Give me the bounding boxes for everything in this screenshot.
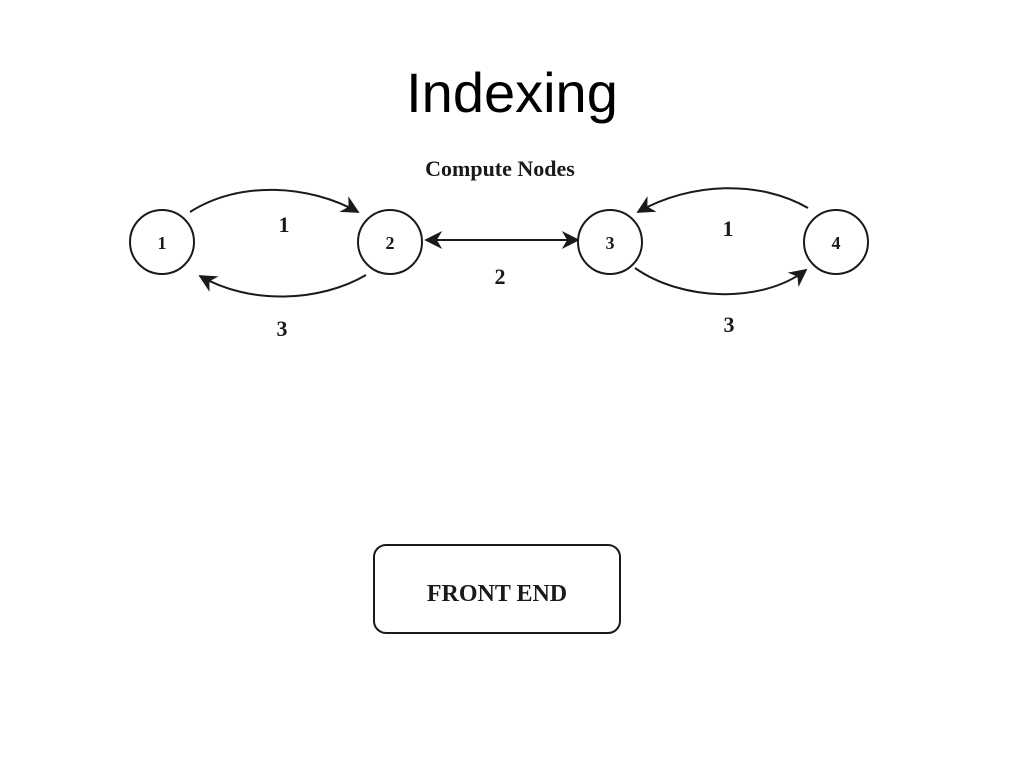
edge-label-2-to-3: 2: [495, 264, 506, 289]
edge-label-1-to-2: 1: [279, 212, 290, 237]
edge-3-to-4: [634, 267, 808, 296]
front-end-label: FRONT END: [427, 581, 567, 607]
node-4: 4: [803, 209, 869, 275]
edge-2-to-1: [198, 274, 367, 298]
front-end-box: FRONT END: [373, 544, 621, 634]
edge-label-3-to-4: 3: [724, 312, 735, 337]
edge-1-to-2: [189, 188, 360, 213]
node-1: 1: [129, 209, 195, 275]
node-3-label: 3: [606, 233, 615, 253]
node-4-label: 4: [832, 233, 841, 253]
node-2: 2: [357, 209, 423, 275]
node-2-label: 2: [386, 233, 395, 253]
compute-nodes-label: Compute Nodes: [425, 156, 575, 181]
edge-label-2-to-1: 3: [277, 316, 288, 341]
slide-title: Indexing: [406, 61, 618, 124]
edge-4-to-3: [636, 187, 809, 213]
node-3: 3: [577, 209, 643, 275]
edge-label-4-to-3: 1: [723, 216, 734, 241]
node-1-label: 1: [158, 233, 167, 253]
